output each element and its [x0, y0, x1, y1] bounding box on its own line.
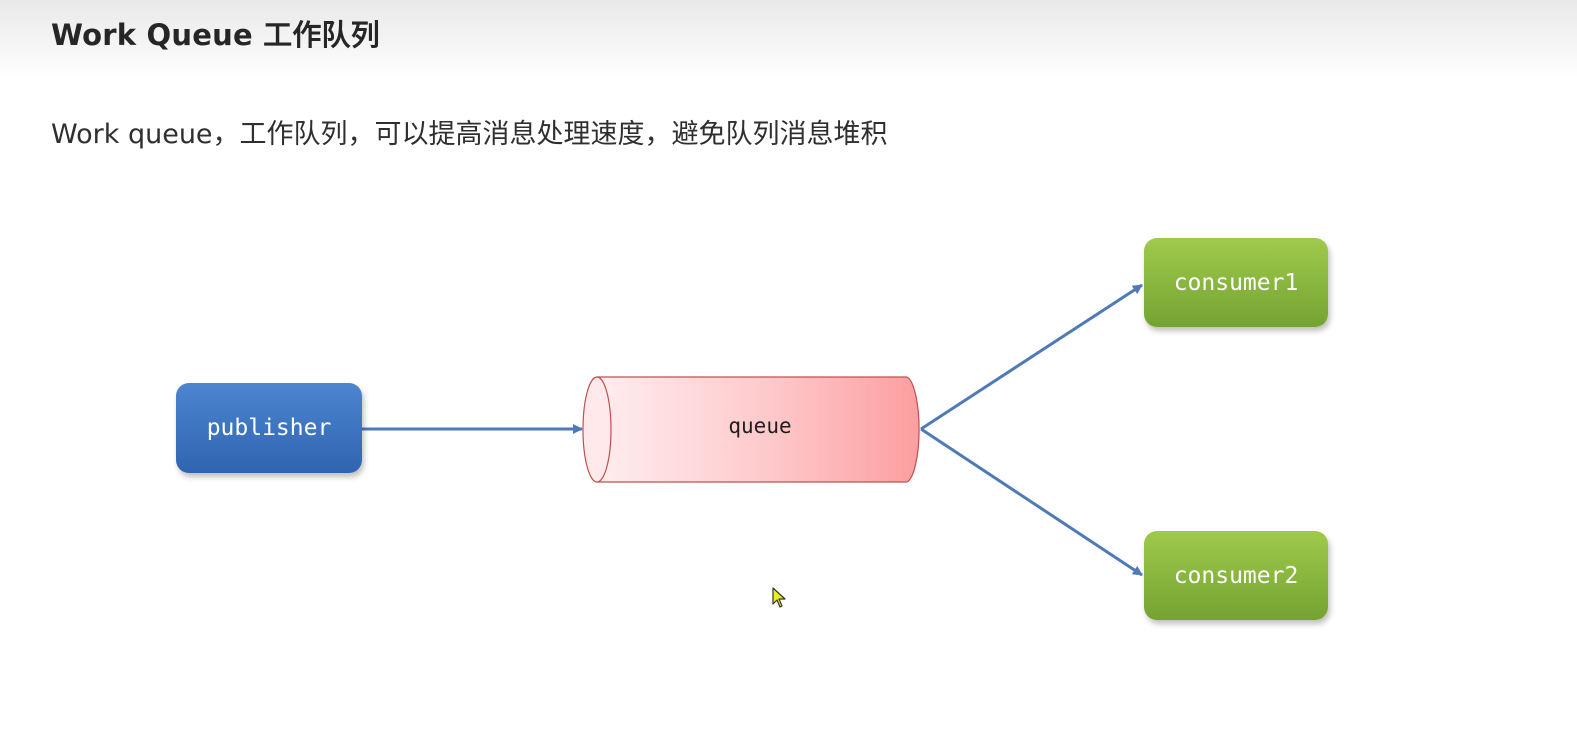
- arrow-queue-to-consumer2: [920, 427, 1143, 577]
- queue-cylinder: [582, 376, 920, 483]
- queue-label: queue: [728, 414, 792, 438]
- page-title: Work Queue 工作队列: [51, 18, 380, 52]
- arrow-queue-to-consumer1: [920, 283, 1143, 431]
- queue-end-cap: [582, 376, 612, 483]
- description-text: Work queue，工作队列，可以提高消息处理速度，避免队列消息堆积: [51, 119, 888, 150]
- header-band: [0, 0, 1577, 76]
- consumer2-node: consumer2: [1144, 531, 1328, 620]
- consumer1-label: consumer1: [1173, 269, 1299, 296]
- publisher-node: publisher: [176, 383, 362, 473]
- mouse-cursor-icon: [772, 587, 786, 608]
- consumer2-label: consumer2: [1173, 562, 1299, 589]
- consumer1-node: consumer1: [1144, 238, 1328, 327]
- publisher-label: publisher: [206, 415, 332, 441]
